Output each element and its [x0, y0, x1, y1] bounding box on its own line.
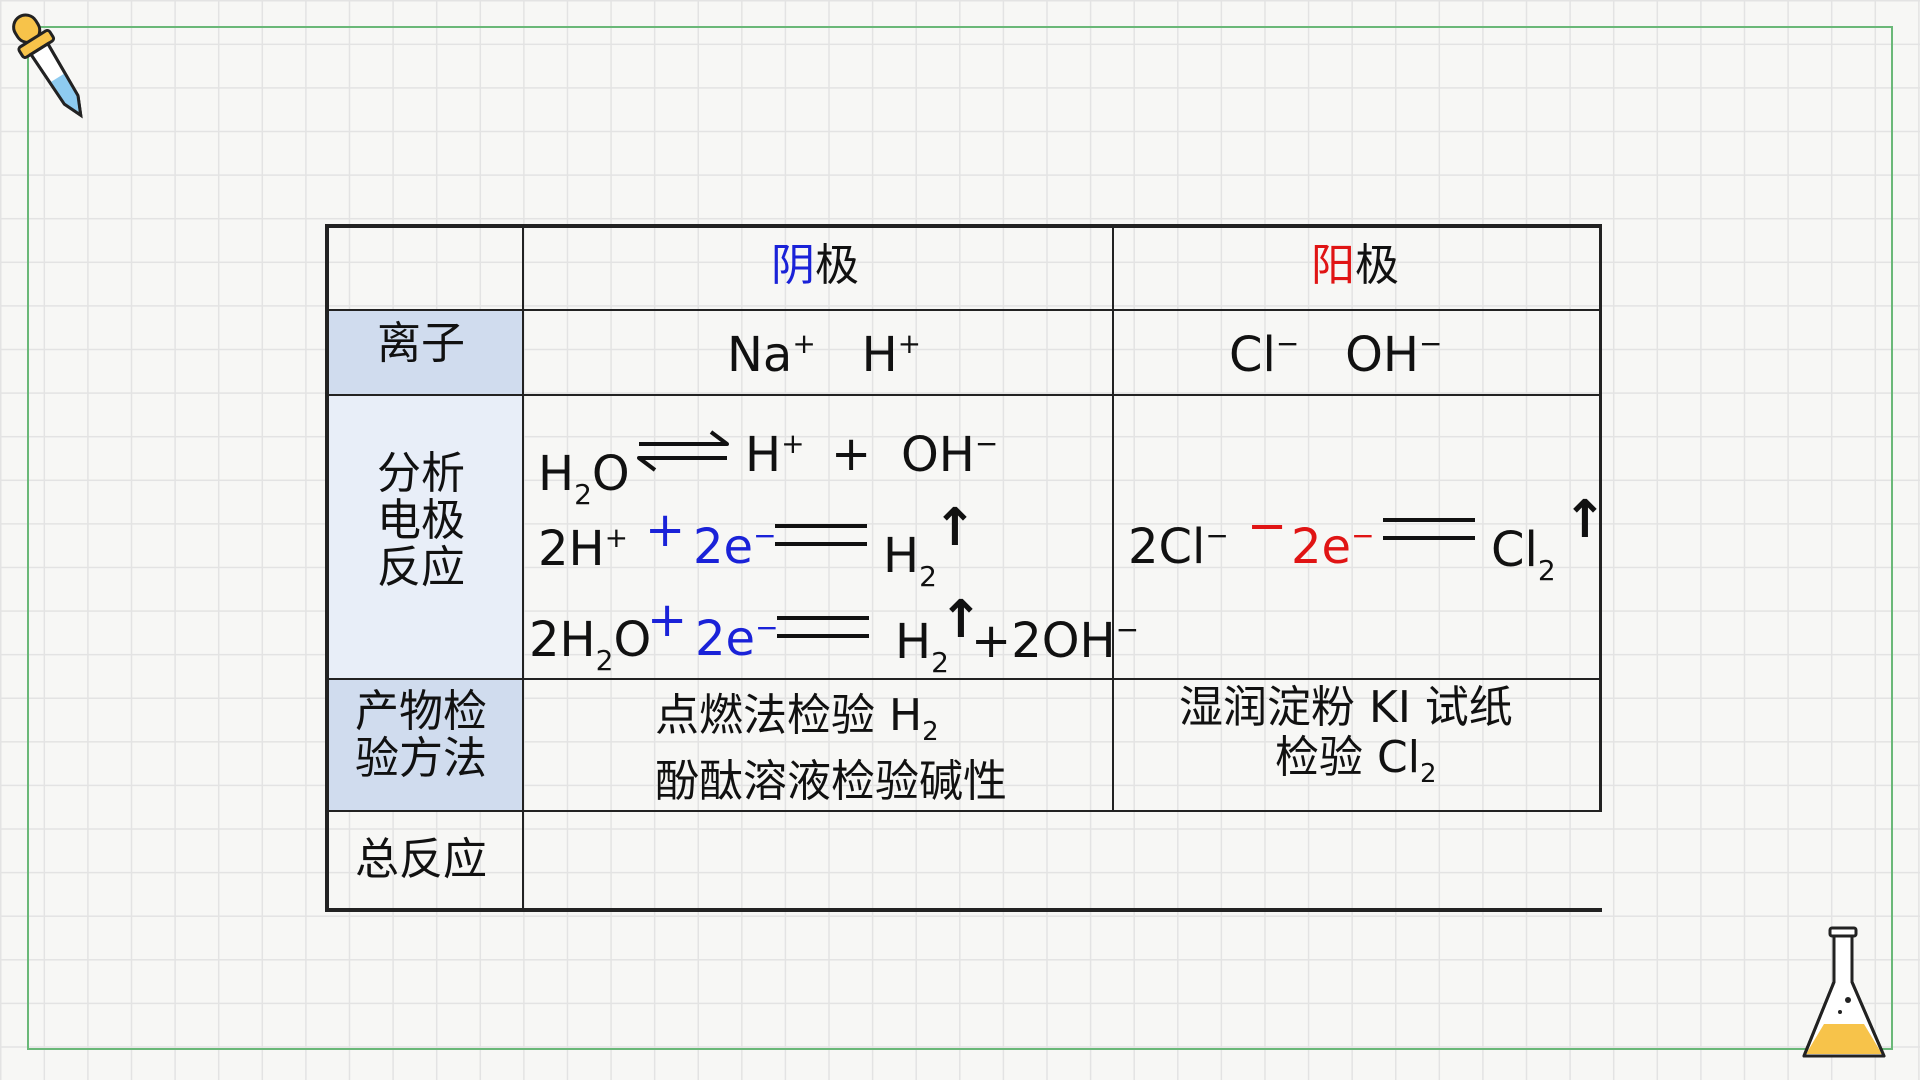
cathode-test-line1: 点燃法检验 H2	[655, 690, 939, 747]
test-label-cell	[325, 678, 523, 810]
anode-eq-left: 2Cl−	[1128, 519, 1229, 575]
anode-eq-op: −	[1247, 498, 1288, 554]
flask-icon	[1802, 926, 1886, 1058]
gas-up-arrow-icon: ↑	[1563, 490, 1607, 550]
anode-header: 阳极	[1311, 240, 1399, 291]
cathode-eq2-op: +	[645, 502, 686, 558]
cathode-eq2-electrons: 2e−	[693, 519, 777, 575]
anode-eq-electrons: 2e−	[1291, 519, 1375, 575]
gas-up-arrow-icon: ↑	[933, 498, 977, 558]
ions-label-cell	[325, 309, 523, 394]
equilibrium-arrow-icon	[637, 430, 729, 472]
cathode-eq3-electrons: 2e−	[695, 611, 779, 667]
row-label-test-1: 产物检	[355, 686, 487, 737]
row-label-analysis-3: 反应	[377, 542, 465, 593]
cathode-eq3-tail: +2OH−	[971, 613, 1140, 669]
cathode-eq2-left: 2H+	[538, 521, 629, 577]
anode-ions: Cl− OH−	[1229, 327, 1443, 383]
anode-eq-product: Cl2	[1491, 522, 1556, 587]
slide-frame	[27, 26, 1893, 1050]
gas-up-arrow-icon: ↑	[939, 590, 983, 650]
cathode-eq3-product: H2	[895, 614, 949, 679]
dropper-icon	[12, 13, 83, 119]
analysis-label-cell	[325, 394, 523, 678]
cathode-test-line2: 酚酞溶液检验碱性	[655, 756, 1007, 807]
electrolysis-table: 阴极 阳极 离子 分析 电极 反应 产物检 验方法 总反应 Na+ H+ Cl−…	[325, 224, 1607, 912]
row-label-ions: 离子	[377, 318, 465, 369]
row-label-total: 总反应	[355, 834, 487, 885]
cathode-eq1-oh: OH−	[901, 427, 999, 483]
cathode-eq2-equals	[775, 524, 867, 561]
row-label-test-2: 验方法	[355, 733, 487, 784]
cathode-eq2-product: H2	[883, 528, 937, 593]
cathode-ions: Na+ H+	[727, 327, 922, 383]
cathode-eq3-equals	[777, 616, 869, 653]
cathode-eq1-water: H2O	[538, 446, 630, 511]
cathode-header: 阴极	[771, 240, 859, 291]
cathode-eq3-left: 2H2O	[529, 612, 652, 677]
cathode-eq3-op: +	[647, 592, 688, 648]
row-label-analysis-1: 分析	[377, 448, 465, 499]
anode-test-line1: 湿润淀粉 KI 试纸	[1179, 682, 1513, 733]
row-label-analysis-2: 电极	[377, 495, 465, 546]
cathode-eq1-hplus: H+	[745, 427, 805, 483]
anode-eq-equals	[1383, 518, 1475, 555]
cathode-eq1-plus: +	[831, 426, 872, 482]
anode-test-line2: 检验 Cl2	[1275, 732, 1437, 789]
